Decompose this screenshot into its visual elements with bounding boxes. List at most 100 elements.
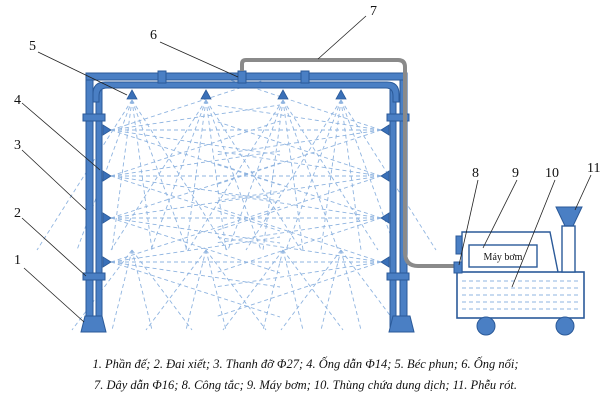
spray-line — [205, 99, 262, 251]
spray-line — [214, 206, 382, 263]
label-2: 2 — [14, 206, 21, 221]
spray-line — [340, 99, 397, 251]
spray-line — [214, 175, 382, 232]
label-7: 7 — [370, 4, 377, 19]
spray-line — [285, 99, 342, 251]
spray-line — [110, 236, 281, 263]
spray-line — [205, 249, 267, 331]
spray-line — [214, 74, 382, 131]
pipe-connector — [237, 70, 247, 84]
right-base — [388, 315, 415, 333]
spray-line — [111, 99, 133, 251]
nozzle-top-2 — [200, 89, 212, 100]
clamp-left-top — [82, 113, 106, 122]
spray-line — [320, 99, 342, 251]
funnel-neck — [561, 225, 576, 273]
pump-box — [468, 244, 538, 268]
spray-line — [282, 99, 339, 251]
spray-line — [280, 249, 342, 331]
nozzle-left-3 — [102, 212, 112, 224]
spray-line — [214, 217, 382, 244]
spray-line — [340, 99, 437, 251]
spray-line — [214, 162, 382, 219]
spray-line — [340, 99, 362, 251]
right-inner-pipe — [389, 89, 397, 329]
clamp-right-top — [386, 113, 410, 122]
clamp-left-bottom — [82, 272, 106, 281]
nozzle-group — [102, 89, 390, 268]
nozzle-right-4 — [380, 256, 390, 268]
spray-line — [131, 99, 228, 251]
hose-phi16 — [240, 58, 458, 268]
spray-line — [110, 217, 281, 274]
label-6: 6 — [150, 28, 157, 43]
spray-line — [214, 261, 382, 288]
top-inner-pipe — [92, 81, 400, 103]
label-3: 3 — [14, 138, 21, 153]
spray-line — [36, 99, 133, 251]
spray-line — [205, 99, 227, 251]
tank-liquid — [462, 280, 579, 310]
spray-line — [205, 99, 302, 251]
label-10: 10 — [545, 166, 559, 181]
spray-line — [214, 129, 382, 186]
spray-line — [110, 175, 281, 232]
connector-a — [157, 70, 167, 84]
spray-line — [110, 99, 207, 251]
spray-line — [245, 99, 342, 251]
callout-numbers: 1 2 3 4 5 6 7 8 9 10 11 — [14, 4, 600, 268]
spray-line — [214, 104, 382, 131]
spray-line — [340, 249, 402, 331]
nozzle-left-2 — [102, 170, 112, 182]
funnel — [555, 206, 583, 227]
spray-line — [110, 206, 281, 263]
left-inner-pipe — [95, 89, 103, 329]
clamp-right-bottom — [386, 272, 410, 281]
wheel-right — [555, 316, 575, 336]
spray-line — [110, 261, 281, 288]
spray-line — [214, 236, 382, 263]
spray-line — [185, 99, 207, 251]
nozzle-left-4 — [102, 256, 112, 268]
spray-line — [110, 150, 281, 177]
nozzle-right-2 — [380, 170, 390, 182]
switch-lever — [455, 235, 463, 255]
spray-line — [110, 261, 281, 318]
spray-line — [282, 99, 379, 251]
spray-line — [222, 249, 284, 331]
label-5: 5 — [29, 39, 36, 54]
spray-line — [110, 192, 281, 219]
leader-lines — [21, 15, 592, 323]
label-11: 11 — [587, 161, 600, 176]
label-1: 1 — [14, 253, 21, 268]
spray-line — [214, 120, 382, 177]
spray-line — [110, 217, 281, 244]
spray-line — [145, 249, 207, 331]
caption-line-1: 1. Phần đế; 2. Đai xiết; 3. Thanh đỡ Φ27… — [92, 357, 519, 371]
nozzle-left-1 — [102, 124, 112, 136]
nozzle-top-3 — [277, 89, 289, 100]
left-support-bar — [85, 72, 94, 329]
spray-line — [110, 104, 281, 131]
pump-unit: Máy bơm — [453, 206, 585, 336]
nozzle-right-3 — [380, 212, 390, 224]
spray-line — [282, 249, 344, 331]
spray-line — [131, 99, 188, 251]
label-4: 4 — [14, 93, 21, 108]
label-9: 9 — [512, 166, 519, 181]
pump-label: Máy bơm — [484, 252, 523, 263]
label-8: 8 — [472, 166, 479, 181]
left-base — [80, 315, 107, 333]
switch — [453, 261, 463, 274]
spray-line — [214, 217, 382, 274]
spray-line — [110, 129, 281, 156]
spray-line — [187, 99, 284, 251]
wheel-left — [476, 316, 496, 336]
spray-line — [214, 175, 382, 202]
spray-line — [131, 249, 193, 331]
caption-line-2: 7. Dây dẫn Φ16; 8. Công tắc; 9. Máy bơm;… — [93, 378, 518, 392]
spray-line — [262, 99, 284, 251]
spray-line — [214, 261, 382, 318]
spray-line — [227, 99, 284, 251]
